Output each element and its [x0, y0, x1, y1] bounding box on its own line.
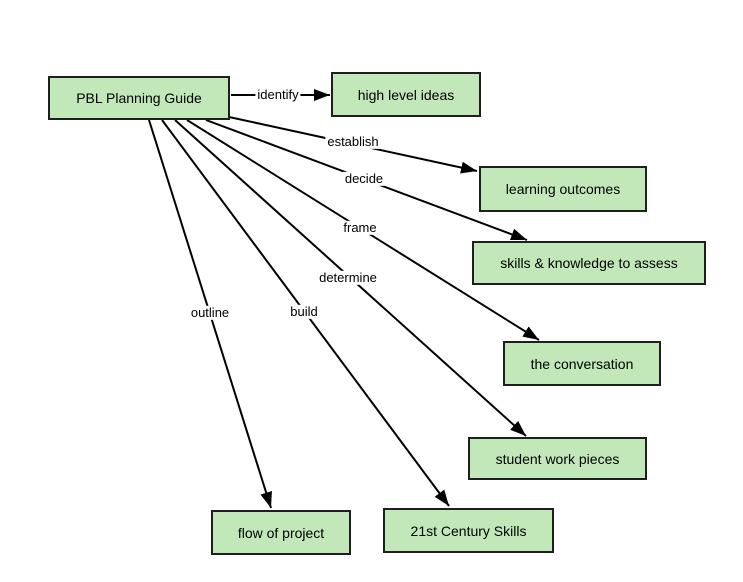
node-flow-of-project: flow of project [211, 510, 351, 555]
edge-label-establish: establish [325, 133, 381, 150]
edge-label-determine: determine [317, 269, 379, 286]
edge-label-identify: identify [255, 86, 301, 103]
node-the-conversation: the conversation [503, 341, 661, 386]
node-pbl-planning-guide: PBL Planning Guide [48, 76, 230, 120]
edge-label-frame: frame [341, 219, 379, 236]
node-high-level-ideas: high level ideas [331, 72, 481, 117]
edge-label-build: build [288, 303, 320, 320]
node-21st-century-skills: 21st Century Skills [383, 508, 554, 553]
node-student-work-pieces: student work pieces [468, 437, 647, 480]
node-skills-knowledge-to-assess: skills & knowledge to assess [472, 241, 706, 285]
edge-label-outline: outline [188, 304, 232, 321]
node-learning-outcomes: learning outcomes [479, 166, 647, 212]
edge-label-decide: decide [342, 170, 386, 187]
